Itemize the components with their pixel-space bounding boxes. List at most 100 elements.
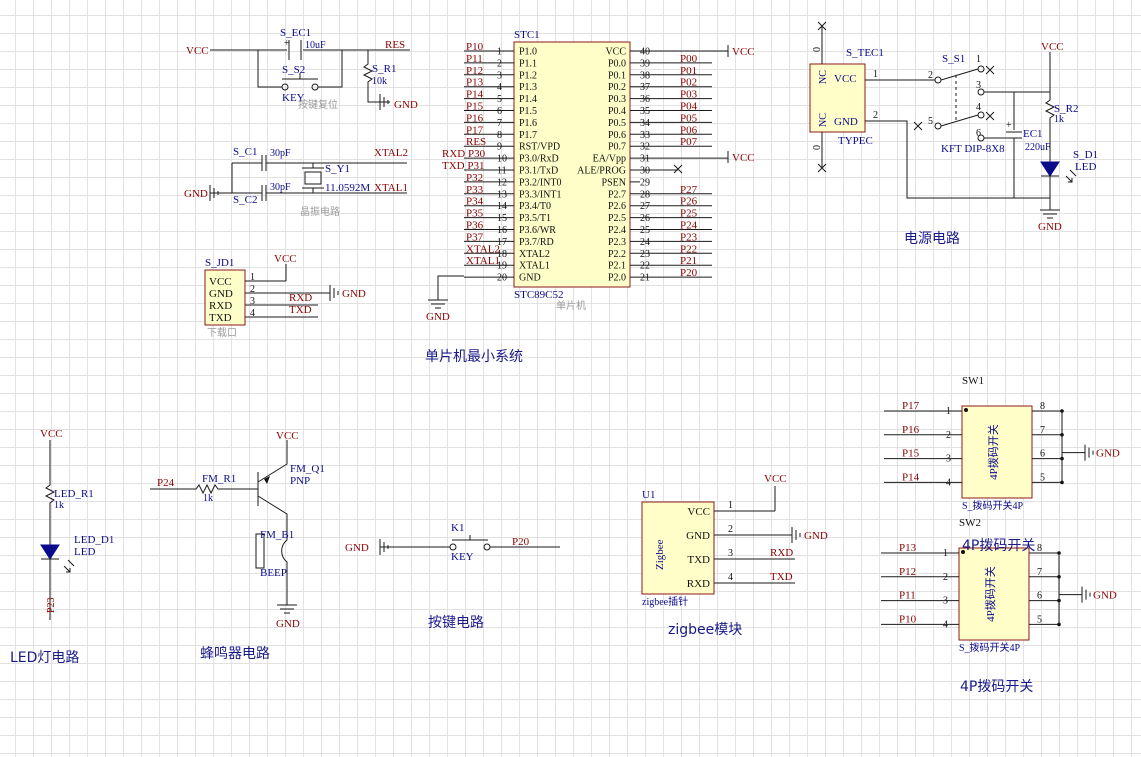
led-diode-value: LED (74, 546, 95, 558)
power-usb-designator: S_TEC1 (846, 47, 884, 59)
reset-circuit: + S_EC1 10uF S_S2 KEY 按键复位 VCC RES S_R1 … (186, 27, 418, 111)
crystal-circuit: S_C1 30pF S_C2 30pF S_Y1 11.0592M 晶振电路 X… (184, 146, 408, 218)
mcu-net-label: P00 (680, 53, 698, 65)
buzzer-q-value: PNP (290, 475, 310, 487)
dip-designator: SW2 (959, 517, 981, 529)
power-circuit: VCC GND NC NC 0 0 S_TEC1 TYPEC 1 2 S_S1 … (809, 21, 1098, 233)
mcu-pin-name: P2.7 (608, 189, 626, 200)
mcu-net-label: P16 (466, 112, 484, 124)
jd-pin-number: 3 (250, 296, 255, 307)
mcu-pin-number: 32 (640, 142, 650, 153)
dip-pin-number: 4 (943, 619, 948, 630)
mcu-net-label: RES (466, 136, 486, 148)
mcu-net-label: P17 (466, 124, 484, 136)
dip-designator: SW1 (962, 375, 984, 387)
mcu-ea-vcc-label: VCC (732, 152, 755, 164)
buzzer-gnd-label: GND (276, 618, 300, 630)
crystal-c1-value: 30pF (270, 148, 291, 159)
mcu-pin-name: GND (519, 273, 541, 284)
dip-body-label: 4P拨码开关 (983, 566, 997, 622)
jd-pin-number: 4 (250, 308, 255, 319)
zigbee-desc: zigbee插针 (642, 595, 688, 608)
zigbee-vcc-label: VCC (764, 473, 787, 485)
dip-net-label: P16 (902, 424, 920, 436)
key-value: KEY (451, 551, 474, 563)
jd-designator: S_JD1 (205, 257, 234, 269)
jd-vcc-label: VCC (274, 253, 297, 265)
crystal-c2-designator: S_C2 (233, 194, 257, 206)
crystal-designator: S_Y1 (325, 163, 350, 175)
mcu-pin-number: 15 (497, 213, 507, 224)
dip-pin-number: 3 (946, 454, 951, 465)
mcu-pin-number: 24 (640, 237, 650, 248)
mcu-net-label: P34 (466, 196, 484, 208)
mcu-vcc-label: VCC (732, 46, 755, 58)
mcu-gnd-label: GND (426, 311, 450, 323)
mcu-pin-number: 23 (640, 249, 650, 260)
mcu-net-label: P22 (680, 243, 697, 255)
dip-body (961, 405, 1033, 499)
mcu-pin-number: 39 (640, 58, 650, 69)
mcu-net-label: P12 (466, 65, 483, 77)
dip-net-label: P12 (899, 566, 916, 578)
mcu-pin-number: 9 (497, 142, 502, 153)
power-switch-designator: S_S1 (942, 53, 965, 65)
dip-pin-number: 1 (946, 406, 951, 417)
dip-pin-number: 8 (1037, 543, 1042, 554)
buzzer-vcc-label: VCC (276, 430, 299, 442)
reset-res-value: 10k (372, 76, 387, 87)
dip-pin-number: 2 (946, 430, 951, 441)
mcu-pin-name: P0.3 (608, 94, 626, 105)
svg-text:GND: GND (834, 116, 858, 128)
mcu-pin-name: P2.6 (608, 201, 626, 212)
key-gnd-label: GND (345, 542, 369, 554)
key-title: 按键电路 (428, 615, 484, 631)
led-res-designator: LED_R1 (54, 488, 94, 500)
jd-pin-name: VCC (209, 276, 232, 288)
led-diode-designator: LED_D1 (74, 534, 114, 546)
mcu-net-label: P36 (466, 220, 484, 232)
mcu-net-label: P01 (680, 65, 697, 77)
dip-net-label: P13 (899, 542, 917, 554)
mcu-pin-name: P0.6 (608, 130, 626, 141)
mcu-net-label: XTAL2 (466, 243, 500, 255)
reset-vcc-label: VCC (186, 45, 209, 57)
mcu-pin-number: 33 (640, 130, 650, 141)
mcu-pin-name: ALE/PROG (577, 166, 626, 177)
svg-text:NC: NC (818, 70, 829, 84)
mcu-pin-name: XTAL2 (519, 249, 550, 260)
mcu-pin-number: 4 (497, 82, 502, 93)
zigbee-pin-name: TXD (687, 554, 710, 566)
mcu-pin-number: 26 (640, 213, 650, 224)
mcu-pin-name: P1.7 (519, 130, 537, 141)
jd-pin-name: GND (209, 288, 233, 300)
sw1-title: 4P拨码开关 (962, 538, 1035, 554)
mcu-net-label: P21 (680, 255, 697, 267)
mcu-pin-name: P2.1 (608, 261, 626, 272)
dip-pin-number: 2 (943, 572, 948, 583)
mcu-pin-name: RST/VPD (519, 142, 560, 153)
svg-text:0: 0 (812, 145, 823, 150)
dip-gnd-label: GND (1096, 448, 1120, 460)
crystal-c1-designator: S_C1 (233, 146, 257, 158)
jd-desc: 下载口 (207, 327, 237, 339)
mcu-pin-number: 19 (497, 261, 507, 272)
mcu-net-label: P26 (680, 196, 698, 208)
svg-text:2: 2 (873, 110, 878, 121)
mcu-pin-name: EA/Vpp (593, 154, 626, 165)
mcu-pin-number: 27 (640, 201, 650, 212)
mcu-pin-number: 37 (640, 82, 650, 93)
mcu-pin-number: 36 (640, 94, 650, 105)
buzzer-res-value: 1k (203, 493, 213, 504)
dip-pin-number: 5 (1037, 614, 1042, 625)
reset-res-label: RES (385, 39, 405, 51)
mcu-pin-name: P3.3/INT1 (519, 189, 562, 200)
mcu-net-label: P27 (680, 184, 698, 196)
crystal-xtal2-label: XTAL2 (374, 147, 408, 159)
svg-text:2: 2 (928, 70, 933, 81)
mcu-title: 单片机最小系统 (425, 349, 523, 365)
mcu-pin-number: 25 (640, 225, 650, 236)
mcu-net-label: P35 (466, 208, 484, 220)
